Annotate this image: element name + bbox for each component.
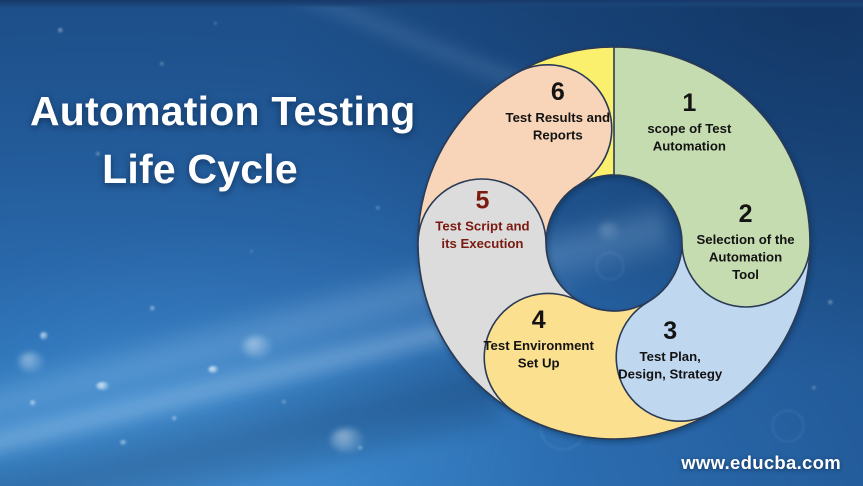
segment-number-1: 1 bbox=[682, 89, 696, 117]
segment-label-2: Selection of the bbox=[696, 232, 794, 247]
page-title-line-2: Life Cycle bbox=[102, 146, 298, 193]
segment-number-6: 6 bbox=[551, 78, 565, 106]
segment-label-5: Test Script and bbox=[435, 218, 529, 233]
segment-label-2: Tool bbox=[732, 267, 759, 282]
segment-number-3: 3 bbox=[663, 317, 677, 345]
page-title-line-1: Automation Testing bbox=[30, 88, 416, 134]
footer-website: www.educba.com bbox=[681, 452, 841, 473]
segment-label-1: Automation bbox=[653, 139, 726, 154]
segment-label-1: scope of Test bbox=[647, 121, 732, 136]
page-title: Automation Testing Life Cycle bbox=[30, 82, 450, 198]
segment-label-3: Test Plan, bbox=[640, 349, 701, 364]
segment-number-5: 5 bbox=[476, 186, 490, 214]
segment-label-6: Test Results and bbox=[506, 110, 611, 125]
segment-label-3: Design, Strategy bbox=[618, 366, 723, 381]
segment-label-4: Test Environment bbox=[483, 338, 594, 353]
lifecycle-segment-1[interactable] bbox=[613, 46, 811, 308]
segment-number-4: 4 bbox=[532, 306, 546, 334]
segment-label-5: its Execution bbox=[441, 236, 523, 251]
segment-label-4: Set Up bbox=[518, 355, 560, 370]
background-top-edge bbox=[0, 0, 863, 8]
segment-label-6: Reports bbox=[533, 128, 583, 143]
segment-number-2: 2 bbox=[739, 200, 753, 228]
segment-label-2: Automation bbox=[709, 249, 782, 264]
